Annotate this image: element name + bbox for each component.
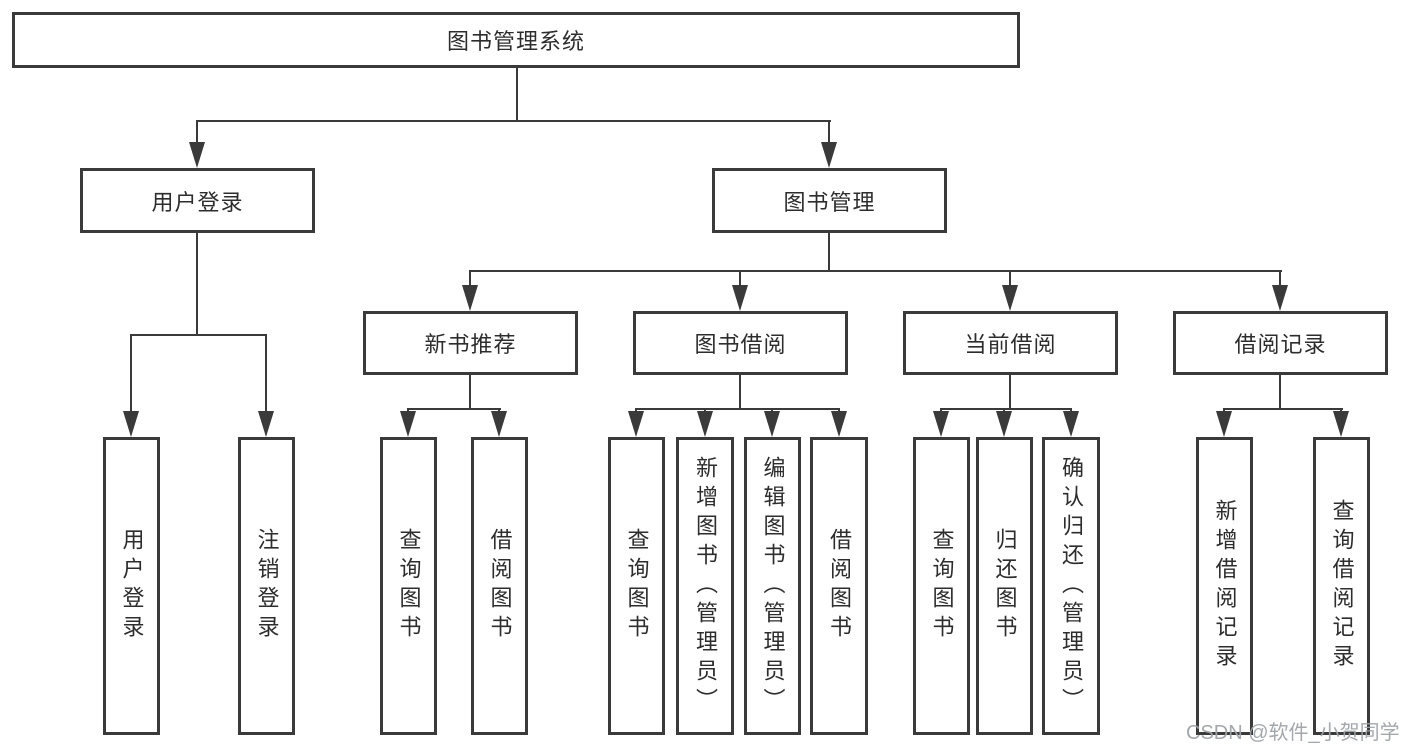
node-label: 借阅图书 — [487, 528, 513, 644]
node-new-book-recommendation: 新书推荐 — [363, 311, 578, 375]
leaf-user-login: 用户登录 — [103, 437, 160, 735]
connector-line — [635, 408, 840, 410]
connector-line — [196, 120, 198, 146]
connector-line — [1009, 270, 1011, 287]
connector-line — [1223, 408, 1343, 410]
node-label: 新增图书（管理员） — [693, 455, 718, 717]
arrow-down-icon — [628, 411, 644, 437]
arrow-down-icon — [764, 411, 780, 437]
connector-line — [739, 270, 741, 287]
leaf-edit-books-admin: 编辑图书（管理员） — [744, 437, 801, 735]
node-label: 新书推荐 — [424, 332, 517, 357]
arrow-down-icon — [1002, 285, 1018, 311]
arrow-down-icon — [123, 411, 139, 437]
connector-line — [469, 270, 1282, 272]
connector-line — [940, 408, 1072, 410]
arrow-down-icon — [1216, 411, 1232, 437]
arrow-down-icon — [491, 411, 507, 437]
connector-line — [469, 270, 471, 287]
leaf-query-books-recommend: 查询图书 — [380, 437, 437, 735]
node-label: 查询图书 — [624, 528, 650, 644]
node-label: 当前借阅 — [964, 332, 1057, 357]
node-book-borrowing: 图书借阅 — [633, 311, 848, 375]
leaf-return-books: 归还图书 — [976, 437, 1033, 735]
node-label: 用户登录 — [151, 189, 244, 215]
node-label: 借阅图书 — [827, 528, 852, 644]
connector-line — [828, 233, 830, 272]
node-label: 新增借阅记录 — [1212, 499, 1238, 673]
arrow-down-icon — [1063, 411, 1079, 437]
node-label: 归还图书 — [992, 528, 1018, 644]
node-label: 查询图书 — [929, 528, 955, 644]
node-library-management-system: 图书管理系统 — [12, 12, 1020, 68]
node-label: 图书管理 — [783, 189, 876, 215]
node-label: 图书管理系统 — [446, 29, 585, 54]
csdn-watermark: CSDN @软件_小贺同学 — [1186, 722, 1400, 744]
node-user-login: 用户登录 — [80, 168, 315, 233]
node-label: 查询借阅记录 — [1329, 499, 1355, 673]
leaf-add-books-admin: 新增图书（管理员） — [676, 437, 734, 735]
arrow-down-icon — [821, 142, 837, 168]
leaf-query-books-borrowing: 查询图书 — [608, 437, 665, 735]
node-book-management: 图书管理 — [712, 168, 947, 233]
node-label: 注销登录 — [254, 528, 280, 644]
leaf-confirm-return-admin: 确认归还（管理员） — [1042, 437, 1100, 735]
node-label: 编辑图书（管理员） — [760, 455, 786, 717]
leaf-query-books-current: 查询图书 — [913, 437, 970, 735]
connector-line — [469, 375, 471, 410]
node-current-borrowing: 当前借阅 — [903, 311, 1118, 375]
arrow-down-icon — [732, 285, 748, 311]
connector-line — [1279, 270, 1281, 287]
node-label: 用户登录 — [119, 528, 145, 644]
arrow-down-icon — [462, 285, 478, 311]
arrow-down-icon — [697, 411, 713, 437]
node-borrowing-records: 借阅记录 — [1173, 311, 1388, 375]
connector-line — [1009, 375, 1011, 410]
node-label: 确认归还（管理员） — [1059, 455, 1084, 717]
arrow-down-icon — [1272, 285, 1288, 311]
arrow-down-icon — [996, 411, 1012, 437]
leaf-borrow-books-recommend: 借阅图书 — [471, 437, 528, 735]
connector-line — [1279, 375, 1281, 410]
node-label: 查询图书 — [396, 528, 422, 644]
arrow-down-icon — [831, 411, 847, 437]
connector-line — [739, 375, 741, 410]
connector-line — [196, 233, 198, 336]
connector-line — [130, 334, 267, 336]
leaf-query-borrow-record: 查询借阅记录 — [1313, 437, 1370, 735]
arrow-down-icon — [1333, 411, 1349, 437]
leaf-borrow-books: 借阅图书 — [810, 437, 868, 735]
arrow-down-icon — [400, 411, 416, 437]
arrow-down-icon — [933, 411, 949, 437]
connector-line — [407, 408, 501, 410]
leaf-logout: 注销登录 — [238, 437, 295, 735]
arrow-down-icon — [189, 142, 205, 168]
connector-line — [516, 68, 518, 122]
node-label: 图书借阅 — [694, 332, 787, 357]
arrow-down-icon — [258, 411, 274, 437]
connector-line — [130, 334, 132, 413]
connector-line — [196, 120, 831, 122]
connector-line — [828, 120, 830, 146]
node-label: 借阅记录 — [1234, 332, 1327, 357]
connector-line — [265, 334, 267, 413]
leaf-add-borrow-record: 新增借阅记录 — [1196, 437, 1253, 735]
